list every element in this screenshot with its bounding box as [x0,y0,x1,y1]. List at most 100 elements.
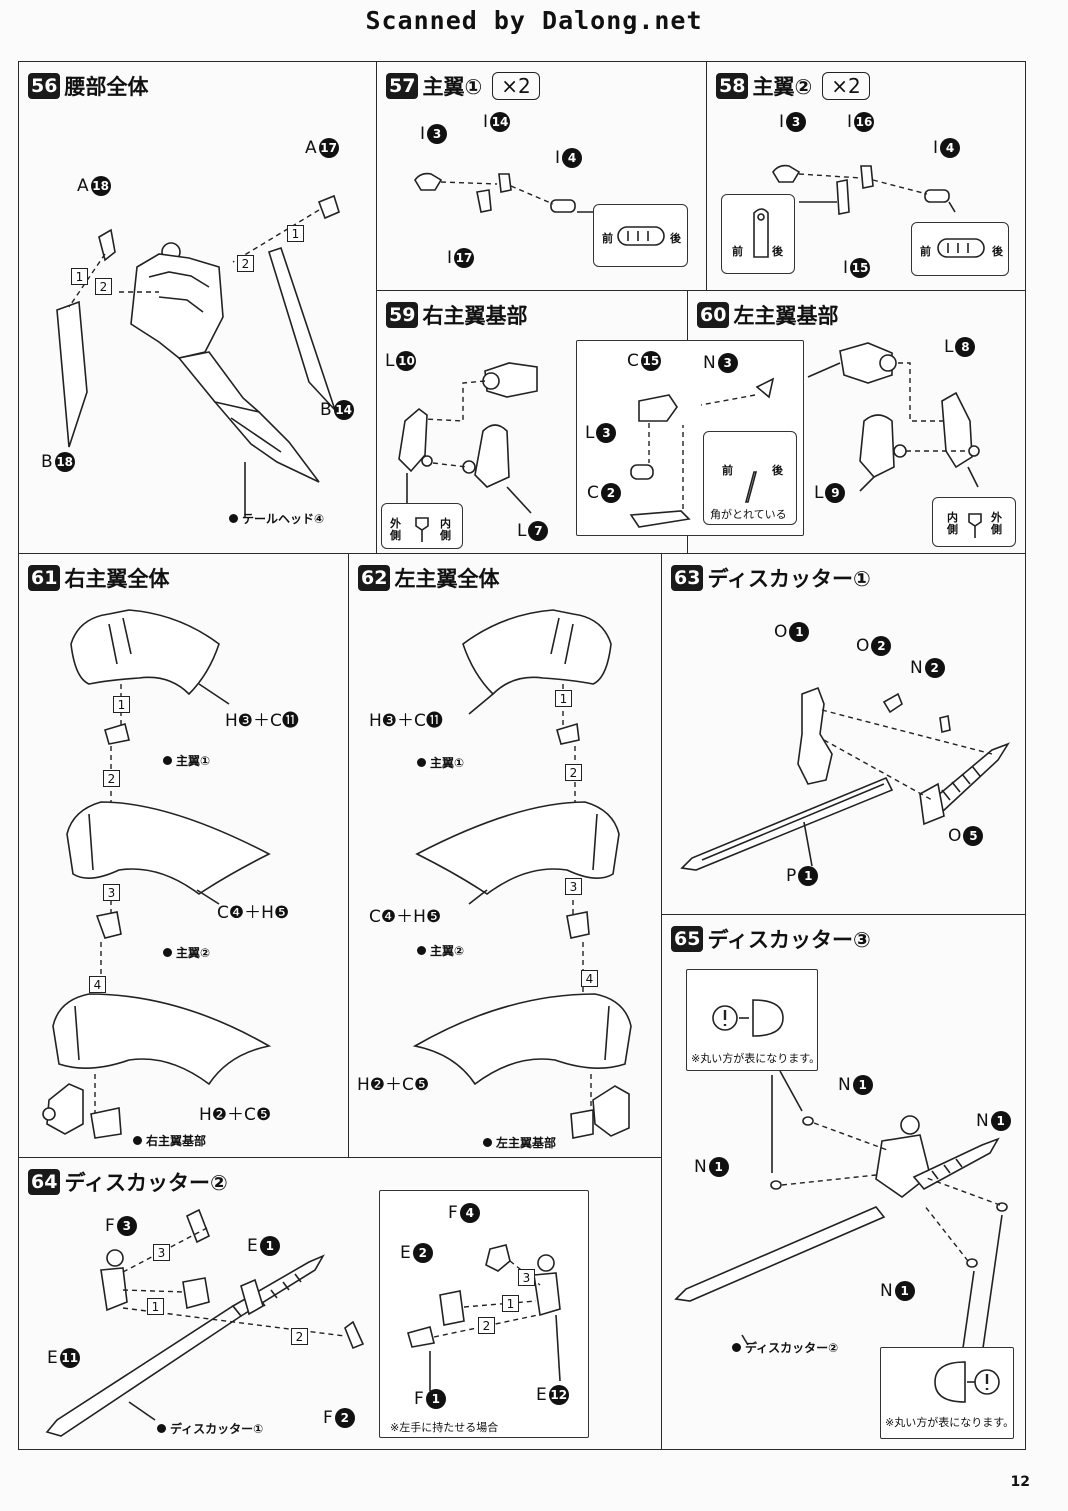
inside-label: 内側 [440,517,451,542]
discutter3-illustration [674,1070,1008,1356]
corner-note-inset: 前 後 角がとれている [703,431,797,525]
left-hand-note: ※左手に持たせる場合 [390,1421,499,1434]
back-label: 後 [772,245,783,258]
step-56-title: 56 腰部全体 [28,71,148,101]
discutter1-illustration [680,686,1010,871]
sequence-badge: 2 [95,278,112,295]
sequence-badge: 1 [502,1295,519,1312]
left-wing-assembly-illustration [412,609,632,1139]
reference-wing1: 主翼① [163,752,210,769]
step-title-text: 右主翼全体 [64,567,170,591]
step-title-text: 腰部全体 [64,75,149,99]
reference-right-wing-base: 右主翼基部 [133,1132,206,1149]
step-title-text: 左主翼全体 [394,567,500,591]
step-57-title: 57 主翼① ×2 [386,71,540,101]
reference-wing2: 主翼② [163,944,210,961]
sequence-badge: 1 [71,268,88,285]
sequence-badge: 3 [518,1269,535,1286]
back-label: 後 [670,232,681,245]
reference-wing2: 主翼② [417,942,464,959]
scan-credit-header: Scanned by Dalong.net [365,6,703,35]
sequence-badge: 1 [555,690,572,707]
step-number: 60 [697,302,730,328]
wing-part-label-bottom: H❷＋C❺ [199,1105,272,1125]
outside-label: 外側 [390,517,401,542]
sequence-badge: 4 [89,976,106,993]
sequence-badge: 2 [565,764,582,781]
sequence-badge: 2 [478,1317,495,1334]
discutter2-illustration [45,1208,365,1437]
step-number: 63 [671,565,704,591]
quantity-badge: ×2 [822,72,870,100]
step-58-title: 58 主翼② ×2 [716,71,870,101]
side-orientation-inset: 内側 外側 [932,497,1016,547]
corner-note: 角がとれている [710,508,787,521]
side-orientation-inset: 外側 内側 [381,503,463,549]
waist-assembly-illustration [56,194,340,517]
step-title-text: 主翼① [422,75,483,99]
wing-part-label-top: H❸＋C⓫ [369,711,443,731]
front-label: 前 [722,464,733,477]
sequence-badge: 1 [113,696,130,713]
front-label: 前 [732,245,743,258]
wing-part-label-bottom: H❷＋C❺ [357,1075,430,1095]
wing-part-label-middle: C❹＋H❺ [369,907,442,927]
wing-part-label-top: H❸＋C⓫ [225,711,299,731]
wing2-parts-illustration [772,164,956,215]
front-label: 前 [920,245,931,258]
sequence-badge: 2 [237,255,254,272]
sequence-badge: 2 [103,770,120,787]
orientation-inset: 前 後 [593,204,688,267]
page-number: 12 [1010,1474,1030,1490]
step-number: 61 [28,565,61,591]
step-title-text: ディスカッター③ [707,928,871,952]
step-64-title: 64 ディスカッター② [28,1167,228,1197]
step-number: 58 [716,73,749,99]
sequence-badge: 1 [147,1298,164,1315]
orientation-inset-left: 前 後 [721,194,795,274]
quantity-badge: ×2 [492,72,540,100]
step-62-title: 62 左主翼全体 [358,563,499,593]
wing1-parts-illustration [414,172,617,213]
step-number: 65 [671,926,704,952]
sequence-badge: 3 [565,878,582,895]
orientation-inset-right: 前 後 [911,222,1009,276]
sequence-badge: 4 [581,970,598,987]
reference-tail-head: テールヘッド④ [229,510,324,527]
step-number: 57 [386,73,419,99]
inside-label: 内側 [947,511,958,536]
right-wing-assembly-illustration [42,609,272,1139]
round-side-note: ※丸い方が表になります。 [885,1416,1015,1429]
